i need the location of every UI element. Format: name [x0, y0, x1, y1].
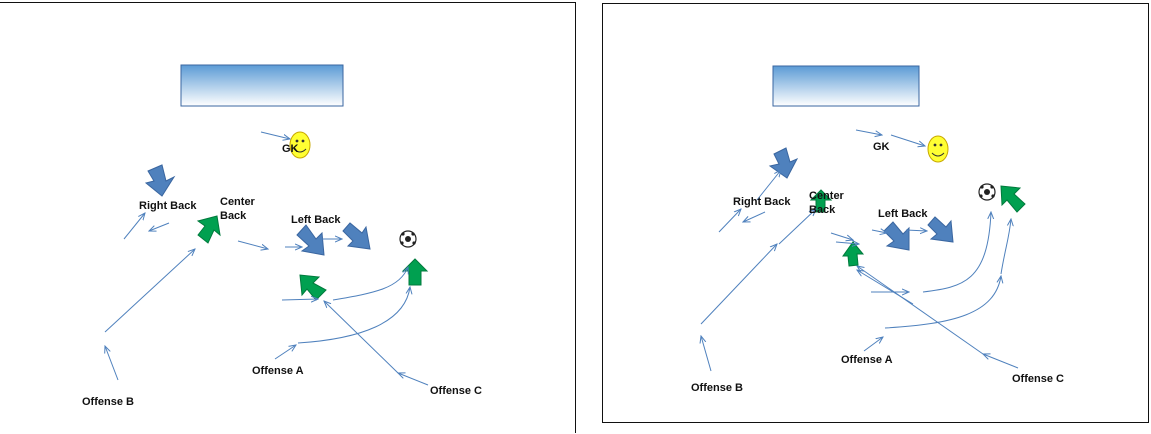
offense-a-arrow — [299, 274, 327, 301]
center-back-run-line-2 — [835, 242, 859, 244]
offense-b-start-line — [701, 336, 712, 372]
left-back-run-line-1 — [871, 230, 887, 233]
center-back-label-line1: Center — [220, 196, 255, 208]
soccer-ball-icon — [978, 183, 996, 201]
right-back-run-line-2 — [756, 170, 781, 201]
goal — [180, 64, 344, 107]
offense-c-arrow — [1000, 185, 1026, 213]
left-back-arrow-2 — [927, 216, 954, 243]
center-back-run-line-1 — [830, 232, 853, 240]
offense-a-start-line — [863, 337, 883, 352]
right-back-arrow — [144, 164, 176, 197]
center-back-run-line — [237, 240, 268, 249]
right-back-label: Right Back — [139, 200, 197, 212]
right-back-run-line-3 — [743, 211, 766, 222]
left-back-arrow-2 — [342, 222, 371, 250]
offense-a-run-line-3 — [297, 287, 410, 344]
right-back-run-line-2 — [149, 222, 170, 231]
left-back-arrow-1 — [883, 221, 910, 251]
offense-b-start-line — [105, 346, 119, 381]
gk-label: GK — [282, 143, 299, 155]
gk-run-line-2 — [890, 134, 925, 146]
center-back-label-line2: Back — [809, 204, 836, 216]
gk-label: GK — [873, 141, 890, 153]
offense-a-run-line-3 — [884, 276, 1001, 329]
offense-a-start-line — [274, 345, 296, 360]
offense-a-arrow — [842, 241, 865, 267]
diagram-panel-right: GK Right Back Center Back Left Back Offe… — [602, 3, 1149, 423]
field-drawing-right — [603, 65, 1026, 372]
offense-b-label: Offense B — [82, 396, 134, 408]
offense-c-start-line — [983, 354, 1019, 369]
offense-a-run-line-2 — [332, 267, 408, 301]
offense-c-label: Offense C — [1012, 373, 1064, 385]
smiley-face-icon — [289, 131, 311, 159]
offense-a-run-line-2 — [922, 212, 991, 293]
right-back-arrow — [768, 147, 799, 179]
offense-c-run-line — [324, 301, 399, 374]
smiley-face-icon — [927, 135, 949, 163]
diagram-panel-left: GK Right Back Center Back Left Back Offe… — [0, 2, 576, 433]
offense-c-label: Offense C — [430, 385, 482, 397]
left-back-run-line-2 — [905, 230, 927, 231]
offense-b-label: Offense B — [691, 382, 743, 394]
offense-c-run-line-2 — [857, 270, 914, 305]
field-drawing-left — [0, 64, 429, 386]
gk-run-line — [260, 131, 290, 139]
right-back-run-line-1 — [718, 209, 741, 233]
gk-run-line-1 — [855, 129, 882, 135]
center-back-label-line1: Center — [809, 190, 844, 202]
offense-a-label: Offense A — [252, 365, 304, 377]
center-back-attacker-arrow — [809, 189, 833, 213]
offense-b-run-line-2 — [778, 209, 816, 245]
goal — [772, 65, 920, 107]
right-back-run-line-1 — [123, 213, 145, 240]
left-back-label: Left Back — [291, 214, 341, 226]
soccer-ball-icon — [399, 230, 417, 248]
offense-c-arrow — [401, 258, 429, 286]
left-back-label: Left Back — [878, 208, 928, 220]
left-back-arrow-1 — [296, 224, 325, 256]
offense-c-run-line-1 — [857, 266, 984, 355]
offense-b-run-line-1 — [700, 244, 777, 325]
center-back-label-line2: Back — [220, 210, 247, 222]
right-back-label: Right Back — [733, 196, 791, 208]
center-back-attacker-arrow — [196, 215, 221, 244]
offense-a-run-line-4 — [1000, 219, 1011, 275]
offense-a-run-line-1 — [281, 299, 318, 300]
offense-b-run-line — [104, 249, 195, 333]
offense-a-label: Offense A — [841, 354, 893, 366]
offense-c-start-line — [398, 373, 429, 386]
